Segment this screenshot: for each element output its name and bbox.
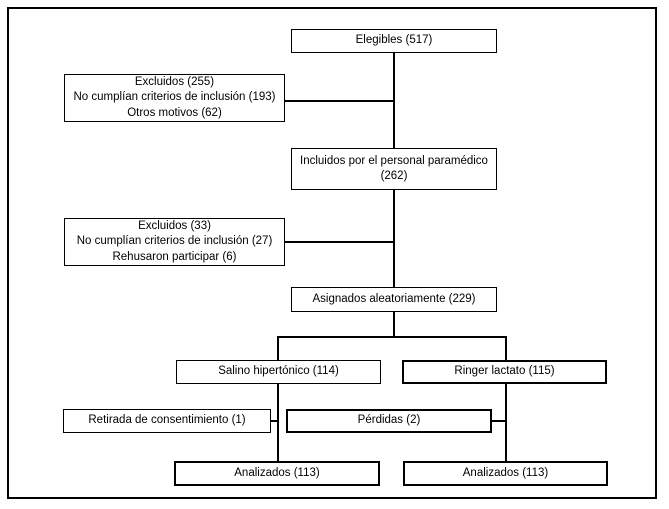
connector-salino-analizados: [277, 384, 279, 461]
flow-box-incluidos-line-1: Incluidos por el personal paramédico: [300, 154, 488, 167]
flow-box-excluidos-1: Excluidos (255) No cumplían criterios de…: [64, 74, 285, 122]
connector-excluidos2-stub: [285, 241, 393, 243]
flow-box-elegibles-label: Elegibles (517): [355, 34, 433, 47]
flow-box-excluidos-2-line-3: Rehusaron participar (6): [112, 250, 237, 263]
flow-box-analizados-izquierda: Analizados (113): [174, 461, 380, 486]
flow-box-ringer: Ringer lactato (115): [402, 360, 607, 384]
connector-ringer-analizados: [505, 384, 507, 461]
flow-box-excluidos-1-line-3: Otros motivos (62): [127, 106, 222, 119]
flow-box-excluidos-2-line-1: Excluidos (33): [138, 220, 211, 233]
flow-box-excluidos-2: Excluidos (33) No cumplían criterios de …: [64, 218, 285, 266]
flow-box-excluidos-1-line-2: No cumplían criterios de inclusión (193): [73, 91, 276, 104]
flow-box-excluidos-2-line-2: No cumplían criterios de inclusión (27): [76, 235, 273, 248]
connector-retirada-stub: [271, 420, 279, 422]
flow-box-salino-label: Salino hipertónico (114): [218, 365, 339, 378]
flow-box-excluidos-1-line-1: Excluidos (255): [134, 76, 215, 89]
flow-box-perdidas: Pérdidas (2): [286, 409, 492, 433]
connector-split-horizontal: [277, 336, 507, 338]
connector-incluidos-asignados: [393, 190, 395, 287]
connector-split-salino: [277, 336, 279, 360]
connector-elegibles-incluidos: [393, 53, 395, 148]
connector-perdidas-stub: [492, 420, 507, 422]
flow-box-ringer-label: Ringer lactato (115): [454, 365, 555, 378]
flow-box-analizados-derecha-label: Analizados (113): [462, 466, 549, 479]
flow-box-retirada: Retirada de consentimiento (1): [63, 409, 271, 433]
flow-box-perdidas-label: Pérdidas (2): [357, 414, 421, 427]
flow-box-incluidos: Incluidos por el personal paramédico (26…: [291, 148, 497, 190]
flow-box-asignados: Asignados aleatoriamente (229): [291, 287, 497, 312]
flow-box-incluidos-line-2: (262): [380, 170, 408, 182]
flow-box-analizados-derecha: Analizados (113): [403, 461, 608, 486]
flow-box-salino: Salino hipertónico (114): [176, 360, 381, 384]
flow-box-analizados-izquierda-label: Analizados (113): [234, 466, 320, 479]
connector-asignados-split: [393, 312, 395, 338]
flow-box-retirada-label: Retirada de consentimiento (1): [88, 414, 246, 427]
connector-excluidos1-stub: [285, 100, 393, 102]
flow-box-asignados-label: Asignados aleatoriamente (229): [312, 292, 476, 305]
connector-split-ringer: [505, 336, 507, 360]
flow-box-elegibles: Elegibles (517): [291, 29, 497, 53]
